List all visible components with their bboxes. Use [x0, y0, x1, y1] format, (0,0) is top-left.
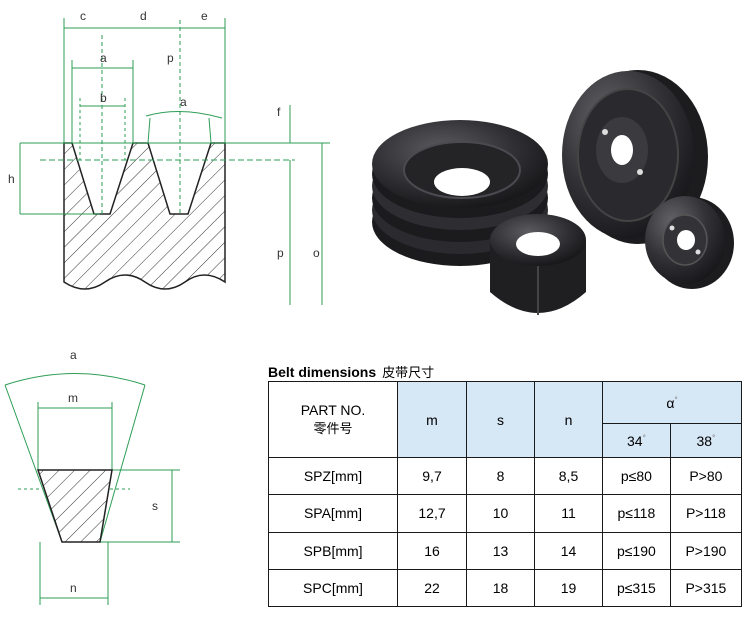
cell-m: 16	[397, 531, 467, 570]
dim-label-e: e	[201, 9, 208, 23]
pulley-product-photo	[372, 70, 734, 315]
dim-label-o: o	[313, 246, 320, 260]
cell-a38: P>80	[669, 456, 743, 496]
cell-part: SPC[mm]	[268, 568, 398, 608]
header-part-no-cn: 零件号	[313, 421, 353, 437]
cell-a34: p≤315	[602, 568, 671, 608]
table-row: SPA[mm] 12,7 10 11 p≤118 P>118	[268, 494, 743, 533]
dim-label-n: n	[70, 581, 77, 595]
table-title: Belt dimensions 皮带尺寸	[268, 362, 434, 381]
cell-s: 13	[466, 531, 535, 570]
header-angle-34-degree: °	[642, 432, 646, 442]
belt-cross-section	[4, 373, 180, 605]
header-part-no-en: PART NO.	[300, 401, 366, 418]
cell-s: 18	[466, 568, 535, 608]
cell-part: SPA[mm]	[268, 494, 398, 533]
header-alpha-degree: °	[674, 394, 678, 404]
table-row: SPC[mm] 22 18 19 p≤315 P>315	[268, 568, 743, 608]
table-title-cn: 皮带尺寸	[382, 366, 435, 381]
dim-label-m: m	[68, 391, 78, 405]
cell-a34: p≤190	[602, 531, 671, 570]
dim-label-h: h	[8, 172, 15, 186]
header-angle-38: 38°	[669, 423, 743, 458]
taper-bush	[490, 214, 586, 315]
header-part-no: PART NO. 零件号	[268, 381, 398, 458]
cell-part: SPZ[mm]	[268, 456, 398, 496]
cell-m: 12,7	[397, 494, 467, 533]
belt-dimensions-table: PART NO. 零件号 m s n α° 34° 38° SPZ[mm] 9,…	[268, 381, 743, 608]
cell-n: 8,5	[534, 456, 603, 496]
cell-a38: P>118	[669, 494, 743, 533]
dim-label-b: b	[100, 91, 107, 105]
cell-m: 22	[397, 568, 467, 608]
belt-profile	[36, 469, 113, 543]
cell-a38: P>190	[669, 531, 743, 570]
dim-label-a-belt: a	[70, 348, 77, 362]
header-alpha: α°	[602, 381, 742, 424]
cell-a38: P>315	[669, 568, 743, 608]
header-n: n	[534, 381, 603, 458]
header-angle-38-value: 38	[696, 432, 713, 449]
table-title-en: Belt dimensions	[268, 364, 377, 380]
dim-label-d: d	[140, 9, 147, 23]
pulley-groove-section	[19, 18, 330, 305]
cell-s: 10	[466, 494, 535, 533]
table-row: SPB[mm] 16 13 14 p≤190 P>190	[268, 531, 743, 570]
dim-label-p-right: p	[277, 246, 284, 260]
dim-label-angle-a: a	[180, 95, 187, 109]
header-s: s	[466, 381, 535, 458]
cell-m: 9,7	[397, 456, 467, 496]
dim-label-a-top: a	[100, 51, 107, 65]
header-angle-34-value: 34	[626, 432, 643, 449]
header-angle-38-degree: °	[712, 432, 716, 442]
cell-a34: p≤80	[602, 456, 671, 496]
cell-n: 11	[534, 494, 603, 533]
dim-label-p-top: p	[167, 51, 174, 65]
dim-label-c: c	[80, 9, 86, 23]
cell-a34: p≤118	[602, 494, 671, 533]
header-angle-34: 34°	[602, 423, 671, 458]
cell-part: SPB[mm]	[268, 531, 398, 570]
header-m: m	[397, 381, 467, 458]
large-pulley	[562, 70, 708, 244]
table-row: SPZ[mm] 9,7 8 8,5 p≤80 P>80	[268, 456, 743, 496]
cell-n: 14	[534, 531, 603, 570]
dim-label-s: s	[152, 499, 158, 513]
small-pulley	[645, 196, 734, 289]
dim-label-f: f	[277, 105, 281, 119]
cell-n: 19	[534, 568, 603, 608]
header-alpha-symbol: α	[666, 394, 675, 411]
cell-s: 8	[466, 456, 535, 496]
